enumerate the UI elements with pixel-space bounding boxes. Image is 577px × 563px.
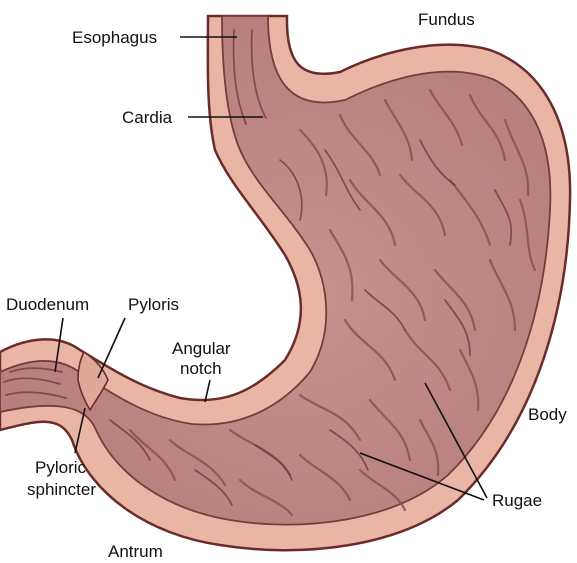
- label-pyloric-sphincter-line2: sphincter: [27, 480, 96, 499]
- label-rugae: Rugae: [492, 491, 542, 510]
- label-antrum: Antrum: [108, 542, 163, 561]
- label-pyloric-sphincter-line1: Pyloric: [35, 458, 87, 477]
- label-esophagus: Esophagus: [72, 28, 157, 47]
- label-angular-notch-line1: Angular: [172, 339, 231, 358]
- label-pyloris: Pyloris: [128, 295, 179, 314]
- label-duodenum: Duodenum: [6, 295, 89, 314]
- label-fundus: Fundus: [418, 10, 475, 29]
- label-angular-notch-line2: notch: [180, 359, 222, 378]
- label-body: Body: [528, 405, 567, 424]
- label-cardia: Cardia: [122, 108, 173, 127]
